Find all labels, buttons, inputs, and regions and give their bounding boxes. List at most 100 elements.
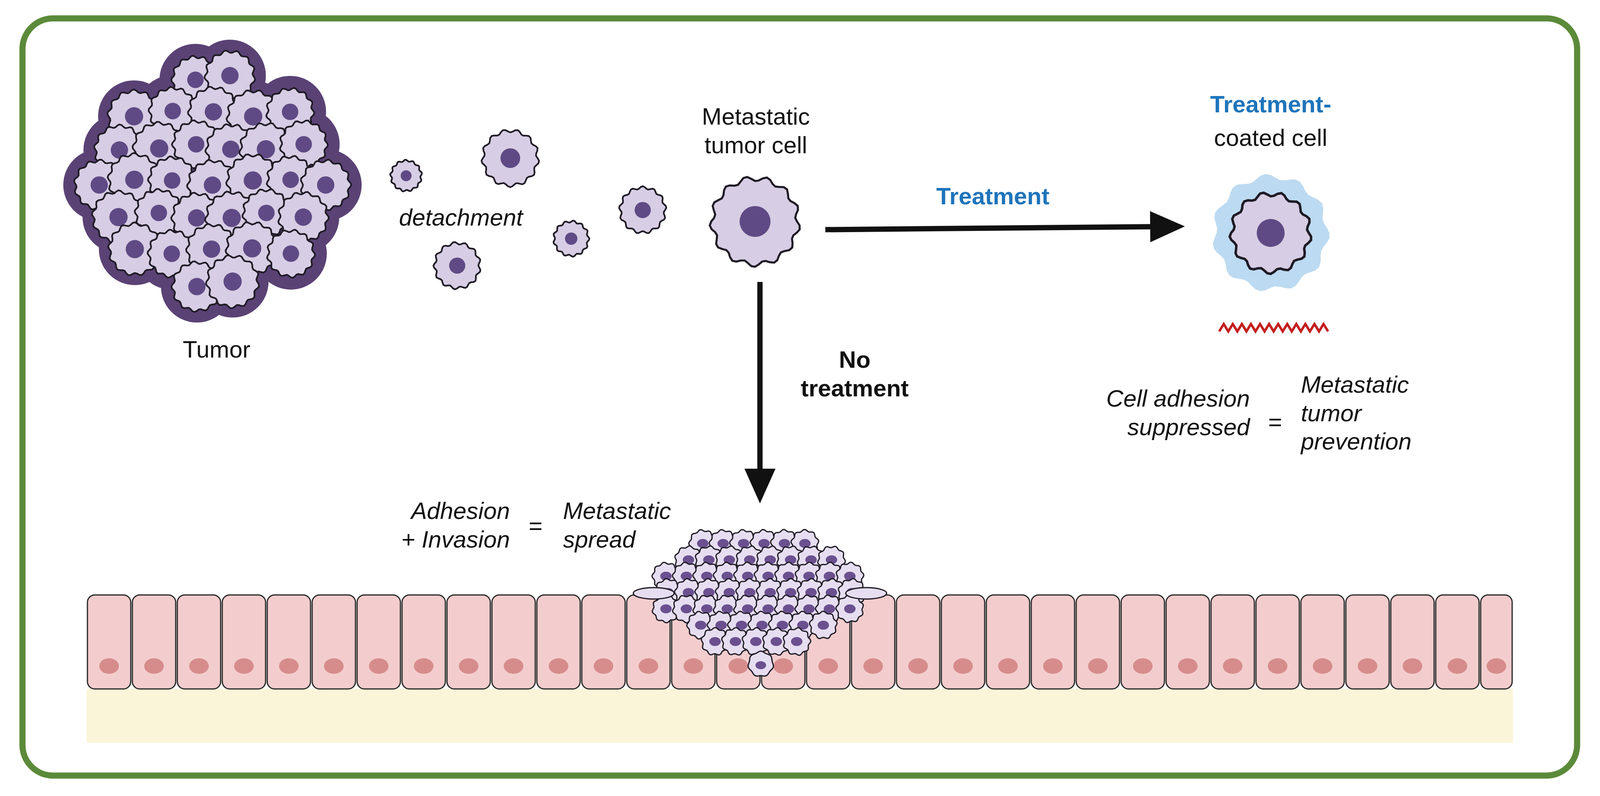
detached-cell	[553, 220, 590, 257]
epithelial-cell	[1435, 594, 1480, 689]
epithelial-cell	[1390, 594, 1435, 689]
detached-cell	[433, 242, 481, 290]
cell-nucleus	[150, 204, 168, 222]
epithelial-nucleus	[458, 658, 479, 674]
lesion-nucleus	[697, 538, 709, 548]
node-text: Metastatic tumor cell	[686, 102, 826, 159]
cell-nucleus	[187, 209, 206, 227]
node-text: Tumor	[134, 335, 299, 364]
epithelial-nucleus	[1222, 658, 1243, 674]
epithelial-nucleus	[1486, 658, 1507, 674]
cell-nucleus	[149, 139, 169, 158]
lesion-nucleus	[750, 636, 762, 646]
epithelial-cell	[1300, 594, 1345, 689]
tumor-cell	[267, 229, 316, 278]
cell-nucleus	[317, 176, 335, 194]
epithelial-nucleus	[144, 658, 164, 674]
epithelial-cell	[267, 594, 311, 689]
zigzag-mark	[1219, 324, 1328, 332]
epithelial-nucleus	[189, 658, 209, 674]
cell-nucleus	[163, 172, 181, 189]
epithelial-nucleus	[773, 658, 794, 674]
epithelial-nucleus	[324, 658, 344, 674]
cell-nucleus	[163, 245, 180, 262]
lesion-nucleus	[729, 636, 742, 646]
epithelial-nucleus	[818, 658, 838, 674]
epithelial-nucleus	[413, 658, 434, 674]
detached-cell	[481, 129, 540, 188]
epithelial-nucleus	[368, 658, 389, 674]
lesion-nucleus	[782, 604, 795, 614]
annotation-label: Cell adhesion suppressed	[1094, 384, 1250, 441]
lesion-cell	[809, 611, 837, 639]
connector-line	[825, 226, 1157, 230]
epithelial-cell	[87, 594, 131, 689]
lesion-nucleus	[701, 604, 713, 614]
lesion-nucleus	[680, 604, 693, 614]
cell-nucleus	[282, 245, 300, 262]
cell-nucleus	[125, 107, 144, 126]
epithelial-nucleus	[279, 658, 299, 674]
cell-nucleus	[258, 204, 275, 222]
epithelial-nucleus	[1043, 658, 1063, 674]
epithelial-cell	[1166, 594, 1210, 689]
metastatic-cell-node: Metastatic tumor cell	[686, 102, 826, 282]
detached-cell	[390, 159, 423, 192]
arrow-head	[1150, 211, 1185, 243]
node-text: coated cell	[1184, 123, 1357, 152]
epithelial-cell	[446, 594, 491, 689]
epithelial-cell	[986, 594, 1030, 689]
lesion-nucleus	[737, 538, 750, 548]
epithelial-nucleus	[728, 658, 749, 674]
cell-art	[63, 39, 1513, 743]
epithelial-cell	[581, 594, 626, 689]
cell-nucleus	[203, 176, 222, 194]
cell-nucleus	[125, 170, 144, 189]
annotation-label: detachment	[375, 203, 547, 232]
epithelial-nucleus	[998, 658, 1018, 674]
cell-nucleus	[243, 239, 262, 258]
lesion-nucleus	[660, 604, 672, 614]
lesion-nucleus	[791, 636, 803, 646]
epithelial-cell	[896, 594, 940, 689]
lesion-nucleus	[762, 604, 774, 614]
cell-nucleus	[281, 103, 299, 121]
cell-nucleus	[400, 170, 412, 182]
cell-nucleus	[243, 171, 262, 190]
epithelial-cell	[132, 594, 176, 689]
cell-nucleus	[449, 257, 466, 274]
epithelial-cell	[1255, 594, 1300, 689]
epithelial-nucleus	[1357, 658, 1378, 674]
epithelial-cell	[1031, 594, 1075, 689]
epithelial-cell	[177, 594, 221, 689]
lesion-nucleus	[717, 538, 729, 548]
cell-nucleus	[222, 208, 242, 228]
epithelial-nucleus	[1312, 658, 1333, 674]
lesion-cell	[783, 627, 811, 656]
epithelial-nucleus	[953, 658, 973, 674]
cell-nucleus	[1256, 218, 1285, 247]
cell-nucleus	[294, 208, 312, 226]
epithelial-nucleus	[1267, 658, 1288, 674]
epithelial-nucleus	[548, 658, 569, 674]
lesion-nucleus	[755, 661, 767, 670]
cell-nucleus	[187, 71, 204, 88]
node-text: Metastatic spread	[563, 496, 686, 554]
cell-nucleus	[500, 148, 521, 168]
epithelial-cell	[222, 594, 266, 689]
epithelial-cell	[941, 594, 985, 689]
cell-nucleus	[634, 201, 651, 219]
annotation-label: Metastatic tumor prevention	[1300, 370, 1432, 456]
cell-nucleus	[188, 277, 206, 295]
epithelial-nucleus	[1177, 658, 1198, 674]
epithelial-nucleus	[1132, 658, 1153, 674]
invading-cell	[748, 651, 774, 677]
node-text: Adhesion + Invasion	[395, 496, 510, 554]
cell-nucleus	[187, 136, 205, 153]
cell-nucleus	[295, 136, 312, 153]
epithelial-nucleus	[1447, 658, 1468, 674]
epithelial-nucleus	[99, 658, 119, 674]
treatment-coat	[1213, 174, 1330, 292]
cell-nucleus	[221, 67, 239, 85]
frame-border	[22, 18, 1578, 776]
